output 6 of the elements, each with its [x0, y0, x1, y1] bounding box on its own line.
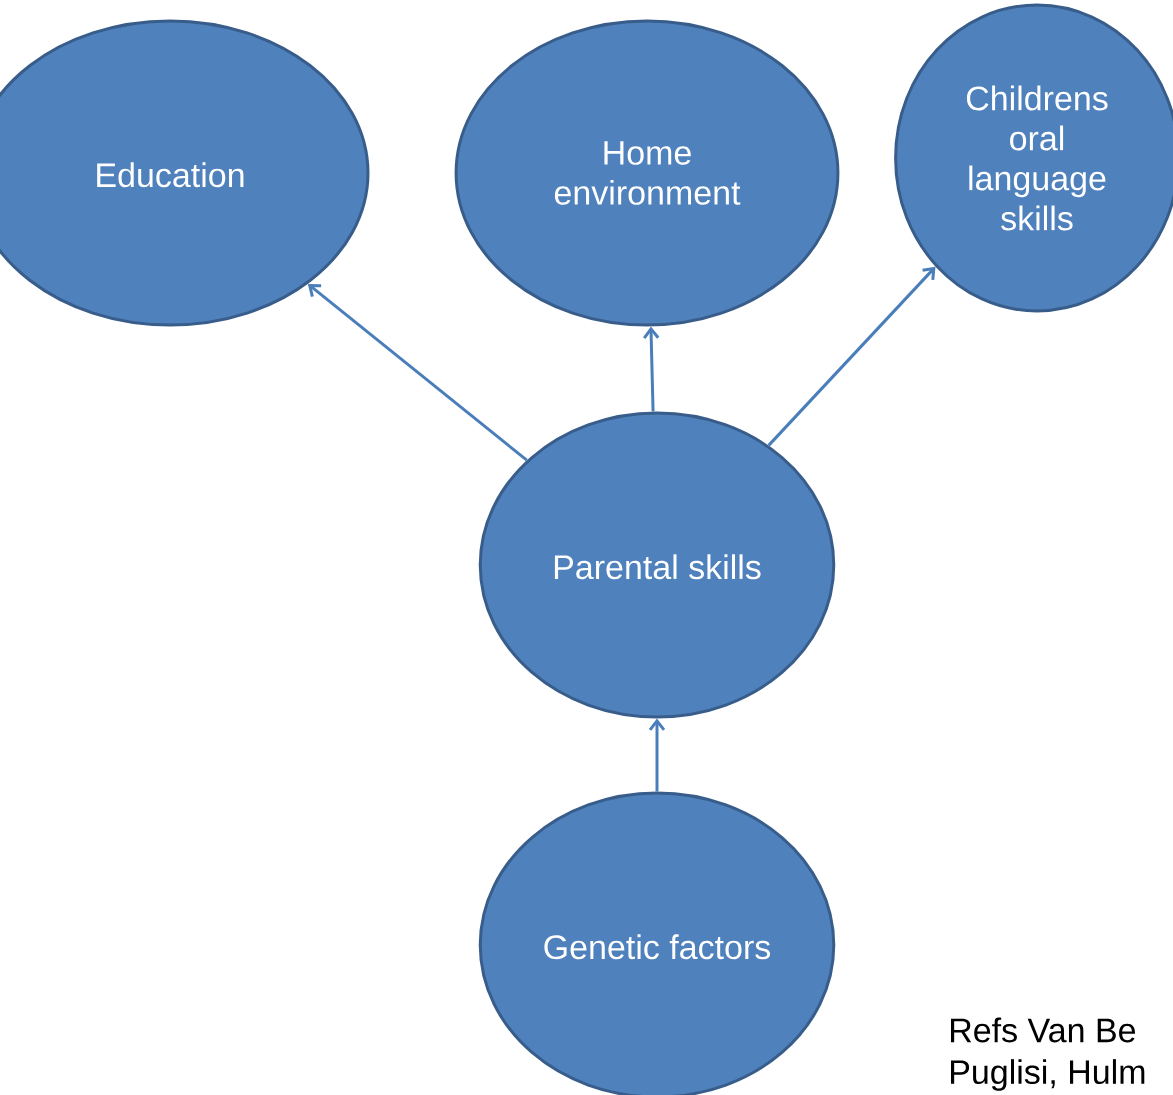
- arrow: [643, 326, 660, 412]
- reference-note: Refs Van Be: [951, 1017, 1135, 1043]
- arrow: [648, 718, 666, 792]
- arrow: [767, 266, 936, 447]
- reference-note: Puglisi, Hulm: [951, 1059, 1145, 1091]
- arrow: [307, 283, 528, 462]
